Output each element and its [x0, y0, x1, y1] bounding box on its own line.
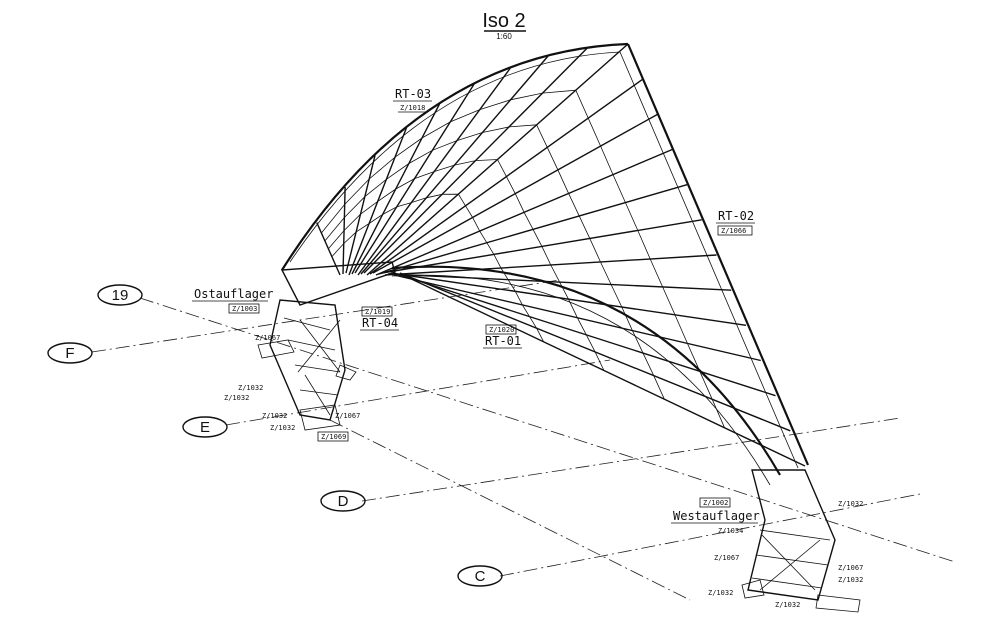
east-ref-3: Z/1032 — [262, 412, 287, 420]
east-ref-1: Z/1032 — [238, 384, 263, 392]
grid-line-f — [91, 279, 561, 353]
label-ostauflager: Ostauflager Z/1003 — [192, 287, 273, 314]
west-ref-4: Z/1032 — [838, 576, 863, 584]
grid-bubble-e: E — [182, 416, 228, 438]
west-ref-2: Z/1067 — [714, 554, 739, 562]
bubble-f-label: F — [65, 345, 74, 362]
west-ref-6: Z/1032 — [775, 601, 800, 609]
west-support — [741, 469, 861, 613]
grid-line-d — [361, 417, 901, 502]
westauflager-ref: Z/1002 — [703, 499, 728, 507]
purlin — [331, 193, 545, 343]
east-ref-0: Z/1067 — [255, 334, 280, 342]
east-ref-4: Z/1032 — [270, 424, 295, 432]
west-refs: Z/1032 Z/1034 Z/1067 Z/1067 Z/1032 Z/103… — [708, 500, 863, 609]
grid-bubble-19: 19 — [97, 284, 143, 306]
bubble-d-label: D — [338, 493, 349, 510]
west-ref-0: Z/1032 — [838, 500, 863, 508]
purlins — [321, 89, 725, 428]
grid-bubble-d: D — [320, 490, 366, 512]
grid-bubble-f: F — [47, 342, 93, 364]
purlin — [328, 159, 605, 371]
roof-shell — [280, 42, 810, 486]
rt01-ref: Z/1020 — [489, 326, 514, 334]
bubble-c-label: C — [475, 568, 486, 585]
rt01-name: RT-01 — [485, 334, 521, 348]
rt02-name: RT-02 — [718, 209, 754, 223]
rt01-arch — [391, 265, 781, 476]
bubble-e-label: E — [200, 419, 210, 436]
grid-bubble-c: C — [457, 565, 503, 587]
label-rt01: Z/1020 RT-01 — [483, 324, 522, 349]
east-support — [257, 299, 357, 431]
east-ref-2: Z/1032 — [224, 394, 249, 402]
grid-line-e — [225, 359, 611, 426]
rafters — [316, 43, 806, 467]
bubble-19-label: 19 — [112, 287, 129, 304]
label-rt02: RT-02 Z/1066 — [716, 209, 755, 236]
rt04-name: RT-04 — [362, 316, 398, 330]
east-ref-5: Z/1067 — [335, 412, 360, 420]
west-ref-1: Z/1034 — [718, 527, 743, 535]
rt02-edge — [626, 43, 810, 466]
drawing-title: Iso 2 — [482, 10, 525, 32]
rt03-arc — [281, 42, 629, 271]
label-westauflager: Z/1002 Westauflager — [671, 497, 760, 524]
rt04-ref: Z/1019 — [365, 308, 390, 316]
grid-lines — [91, 279, 956, 601]
label-rt04: Z/1019 RT-04 — [360, 306, 399, 331]
ostauflager-ref: Z/1003 — [232, 305, 257, 313]
drawing-scale: 1:60 — [496, 32, 512, 41]
west-ref-5: Z/1032 — [708, 589, 733, 597]
grid-line-diag — [329, 419, 691, 601]
rt03-ref: Z/1018 — [400, 104, 425, 112]
ostauflager-name: Ostauflager — [194, 287, 273, 301]
rt04-hub — [280, 261, 396, 306]
rt03-name: RT-03 — [395, 87, 431, 101]
east-ref-6: Z/1069 — [321, 433, 346, 441]
east-refs: Z/1067 Z/1032 Z/1032 Z/1032 Z/1032 Z/106… — [224, 334, 360, 442]
purlin — [324, 124, 665, 400]
west-ref-3: Z/1067 — [838, 564, 863, 572]
label-rt03: RT-03 Z/1018 — [393, 87, 432, 113]
purlin — [321, 89, 725, 428]
westauflager-name: Westauflager — [673, 509, 760, 523]
rt02-ref: Z/1066 — [721, 227, 746, 235]
